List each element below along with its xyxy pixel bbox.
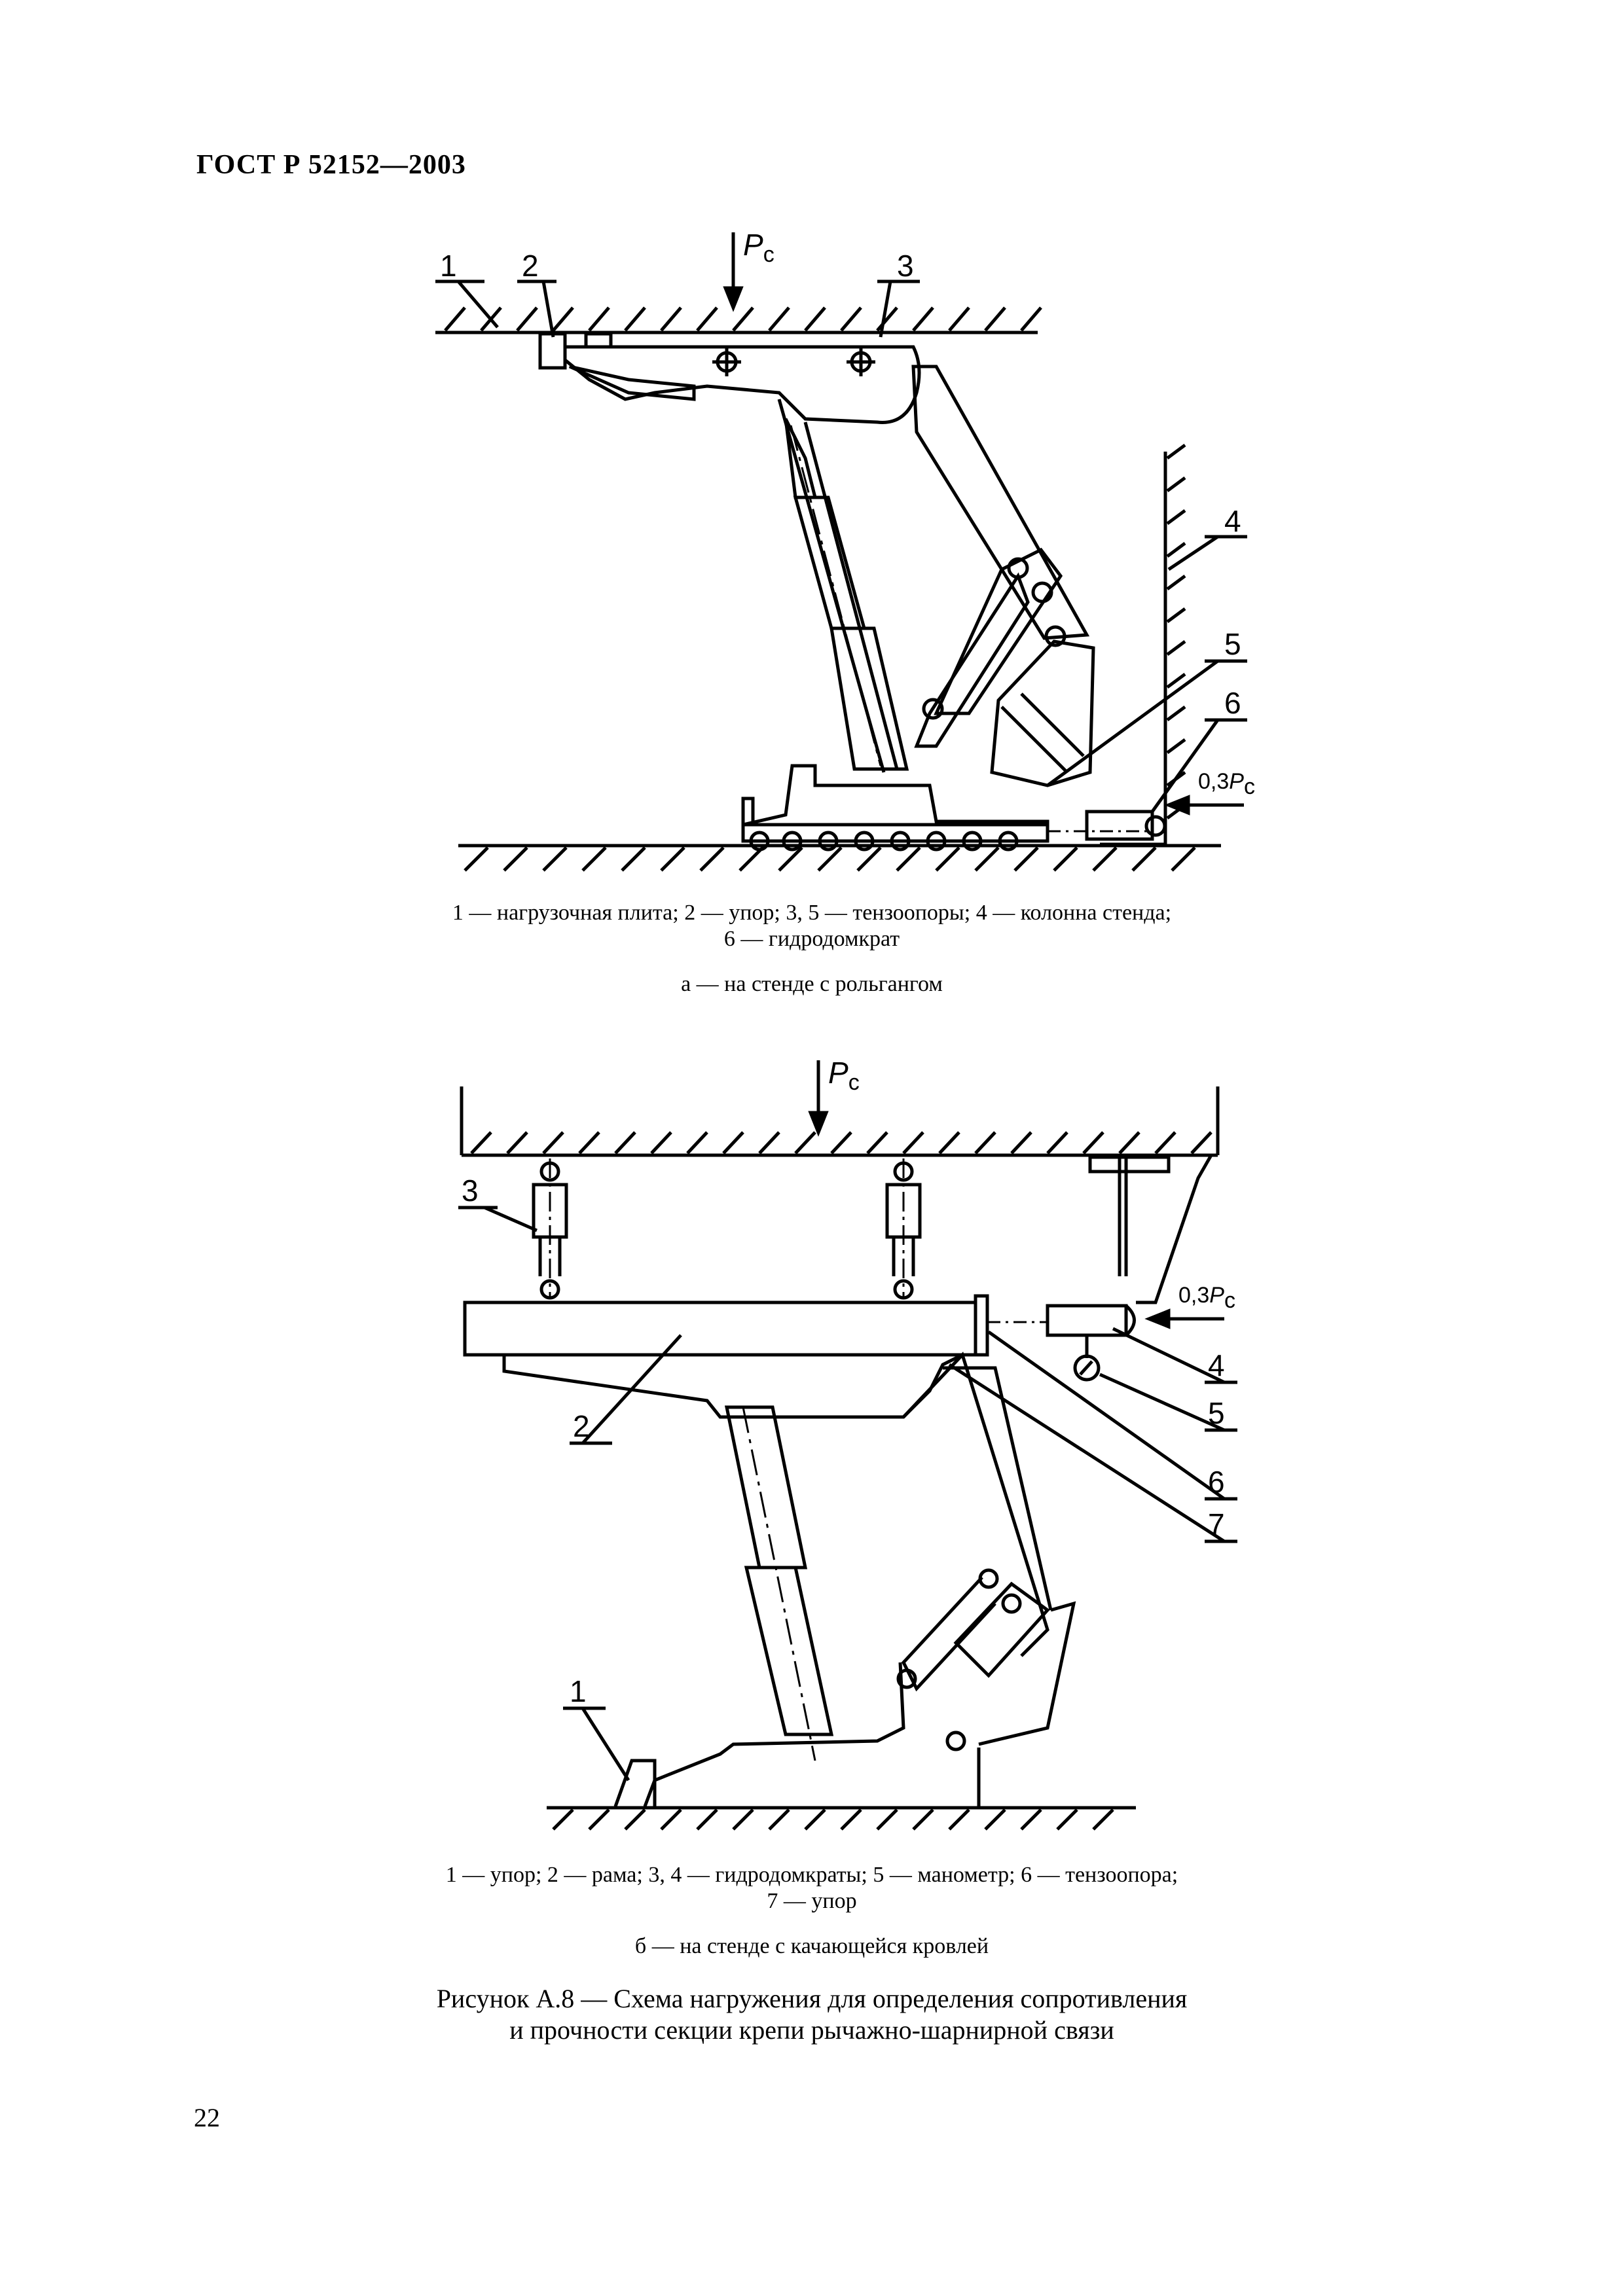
legend-a-line2: 6 — гидродомкрат [723,927,900,951]
callout-a-5: 5 [1224,627,1241,661]
callout-b-6: 6 [1208,1465,1225,1499]
page-number: 22 [194,2103,220,2132]
legend-b: 1 — упор; 2 — рама; 3, 4 — гидродомкраты… [340,1862,1283,1914]
legend-b-line1: 1 — упор; 2 — рама; 3, 4 — гидродомкраты… [445,1863,1178,1887]
callout-b-1: 1 [570,1674,587,1708]
callout-a-1: 1 [440,249,457,283]
load-label-a: Pc [743,228,775,267]
figure-b-diagram: 3 2 4 5 6 7 1 Pc 0,3Pc [458,1056,1237,1831]
load-label-b: Pc [828,1056,860,1095]
figure-title-line1: Рисунок А.8 — Схема нагружения для опред… [436,1984,1188,2013]
callout-b-2: 2 [573,1409,590,1443]
floor-hatching [464,846,1196,872]
callout-b-7: 7 [1208,1507,1225,1541]
roof-hatching [444,306,1042,332]
callout-a-3: 3 [897,249,914,283]
callout-b-5: 5 [1208,1396,1225,1430]
figure-a-diagram: 1 2 3 4 5 6 Pc 0,3Pc [435,228,1255,872]
caption-a: а — на стенде с рольгангом [681,972,943,996]
callout-b-3: 3 [462,1174,479,1208]
column-hatching [1166,443,1186,820]
callout-a-6: 6 [1224,686,1241,720]
callout-a-4: 4 [1224,504,1241,538]
jack-right [885,1158,922,1300]
legend-a-line1: 1 — нагрузочная плита; 2 — упор; 3, 5 — … [452,901,1172,925]
figure-title: Рисунок А.8 — Схема нагружения для опред… [327,1983,1296,2046]
caption-b: б — на стенде с качающейся кровлей [634,1934,989,1958]
legend-b-line2: 7 — упор [767,1889,857,1913]
figure-title-line2: и прочности секции крепи рычажно-шарнирн… [509,2015,1114,2045]
jack-left [532,1158,568,1300]
side-load-label-a: 0,3Pc [1198,769,1255,799]
side-load-label-b: 0,3Pc [1178,1283,1235,1313]
roof-b-hatching [470,1131,1213,1155]
roller-bed [749,831,1019,852]
legend-a: 1 — нагрузочная плита; 2 — упор; 3, 5 — … [340,900,1283,952]
floor-b-hatching [552,1808,1114,1831]
callout-a-2: 2 [522,249,539,283]
document-header: ГОСТ Р 52152—2003 [196,150,466,180]
callout-b-4: 4 [1208,1348,1225,1382]
